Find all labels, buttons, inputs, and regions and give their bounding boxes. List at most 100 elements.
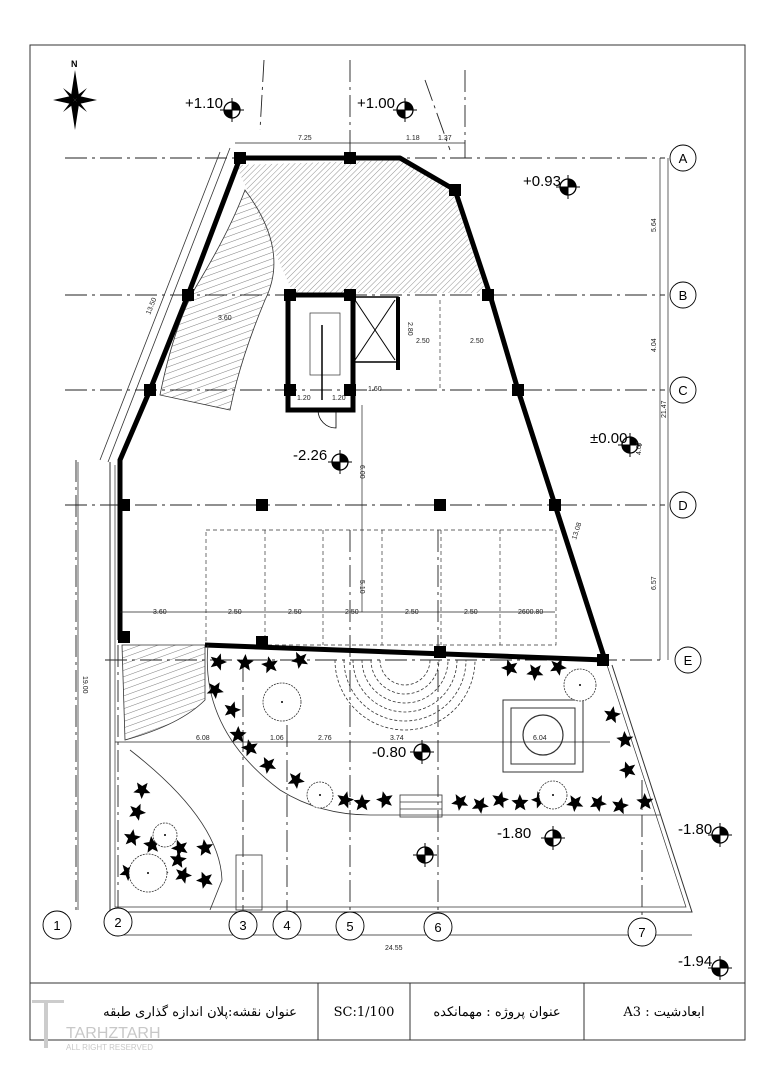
level-marker-icon xyxy=(393,98,417,122)
dim-top-2: 1.18 xyxy=(406,135,420,142)
shrub-icon xyxy=(616,731,634,748)
dim-right-4: 6.57 xyxy=(651,576,658,590)
shrub-icon xyxy=(169,851,187,868)
shrub-icon xyxy=(526,664,544,681)
grid-label-a: A xyxy=(679,151,688,166)
shrub-icon xyxy=(471,797,489,814)
shrub-icon xyxy=(206,682,224,699)
dim-stair-2: 1.20 xyxy=(332,395,346,402)
dim-right-1: 5.64 xyxy=(651,218,658,232)
dim-row-5: 2.50 xyxy=(405,609,419,616)
north-arrow-icon xyxy=(53,70,97,130)
shrub-icon xyxy=(229,726,247,743)
shrub-icon xyxy=(196,871,213,889)
shrub-icon xyxy=(259,757,277,774)
shrub-icon xyxy=(224,701,241,719)
dim-stair-3: 1.60 xyxy=(368,386,382,393)
dim-stair-5: 2.50 xyxy=(416,338,430,345)
level-marker-icon xyxy=(556,175,580,199)
dim-ramp: 3.60 xyxy=(218,315,232,322)
garden-curve xyxy=(206,644,660,816)
tree-center-icon xyxy=(147,872,149,874)
dim-stair-1: 1.20 xyxy=(297,395,311,402)
dim-top-1: 7.25 xyxy=(298,135,312,142)
garden-curve-left xyxy=(129,749,223,911)
amphitheater-step xyxy=(379,659,431,686)
grid-label-3: 3 xyxy=(239,918,246,933)
shrub-icon xyxy=(376,791,393,809)
column-icon xyxy=(597,654,609,666)
dim-right-3: 4.07 xyxy=(636,441,643,455)
shrub-icon xyxy=(451,794,469,811)
garden-steps xyxy=(235,794,443,911)
level-top-right: +0.93 xyxy=(523,173,561,190)
column-icon xyxy=(344,152,356,164)
shrub-icon xyxy=(636,793,654,810)
tree-center-icon xyxy=(164,834,166,836)
shrub-icon xyxy=(261,656,278,674)
property-line xyxy=(99,151,221,461)
amphitheater-step xyxy=(361,659,449,704)
shrub-icon xyxy=(287,772,305,789)
amphitheater xyxy=(334,659,476,731)
shrub-icon xyxy=(241,739,258,757)
column-icon xyxy=(434,499,446,511)
shrub-icon xyxy=(143,836,161,853)
amphitheater-step xyxy=(334,659,476,731)
shrub-icon xyxy=(196,839,214,856)
parking-bays xyxy=(205,300,557,646)
dim-garden-5: 6.04 xyxy=(533,735,547,742)
drawing-title-label: عنوان نقشه:پلان اندازه گذاری طبقه xyxy=(103,1004,297,1020)
dim-stair-6: 2.50 xyxy=(470,338,484,345)
ramp-upper xyxy=(159,189,275,411)
shrub-icon xyxy=(236,654,254,671)
dim-row-6: 2.50 xyxy=(464,609,478,616)
grid-label-e: E xyxy=(684,653,693,668)
column-icon xyxy=(118,499,130,511)
dim-row-3: 2.50 xyxy=(288,609,302,616)
shrub-icon xyxy=(124,829,141,846)
ramp-lower xyxy=(121,644,206,741)
shrub-icon xyxy=(353,794,371,811)
level-core: -2.26 xyxy=(293,447,327,464)
dim-right-2: 4.04 xyxy=(651,338,658,352)
shrub-icon xyxy=(291,651,308,669)
watermark-brand: TARHZTARH xyxy=(66,1025,161,1042)
watermark-rights: ALL RIGHT RESERVED xyxy=(66,1043,153,1052)
level-top-mid: +1.00 xyxy=(357,95,395,112)
amphitheater-step xyxy=(343,659,467,722)
dim-left-diagonal: 13.50 xyxy=(145,297,158,316)
column-icon xyxy=(118,631,130,643)
sheet-size-label: ابعادشیت : A3 xyxy=(622,1005,704,1020)
structural-columns xyxy=(118,152,609,666)
shrub-icon xyxy=(511,794,529,811)
dim-core-vertical: 6.00 xyxy=(358,465,365,479)
column-icon xyxy=(182,289,194,301)
level-garden: -0.80 xyxy=(372,744,406,761)
grid-label-1: 1 xyxy=(53,918,60,933)
shrub-icon xyxy=(612,797,629,815)
dim-garden-4: 3.74 xyxy=(390,735,404,742)
grid-label-b: B xyxy=(679,288,688,303)
column-icon xyxy=(482,289,494,301)
column-icon xyxy=(284,384,296,396)
scale-label: SC:1/100 xyxy=(334,1005,395,1020)
dim-right-diagonal: 13.08 xyxy=(571,522,583,541)
garden-table xyxy=(502,699,584,773)
building-outline xyxy=(204,155,608,663)
site-boundary xyxy=(109,462,693,913)
column-icon xyxy=(344,289,356,301)
dim-row-4: 2.50 xyxy=(345,609,359,616)
shrub-icon xyxy=(171,839,188,857)
shrub-icon xyxy=(492,791,509,809)
grid-label-d: D xyxy=(678,498,687,513)
tree-center-icon xyxy=(281,701,283,703)
shrub-icon xyxy=(133,782,151,799)
dim-stair-4: 2.80 xyxy=(406,322,413,336)
grid-label-4: 4 xyxy=(283,918,290,933)
dim-garden-1: 6.08 xyxy=(196,735,210,742)
column-icon xyxy=(256,636,268,648)
column-icon xyxy=(344,384,356,396)
shrub-icon xyxy=(590,795,607,812)
level-yard-right: -1.80 xyxy=(678,821,712,838)
